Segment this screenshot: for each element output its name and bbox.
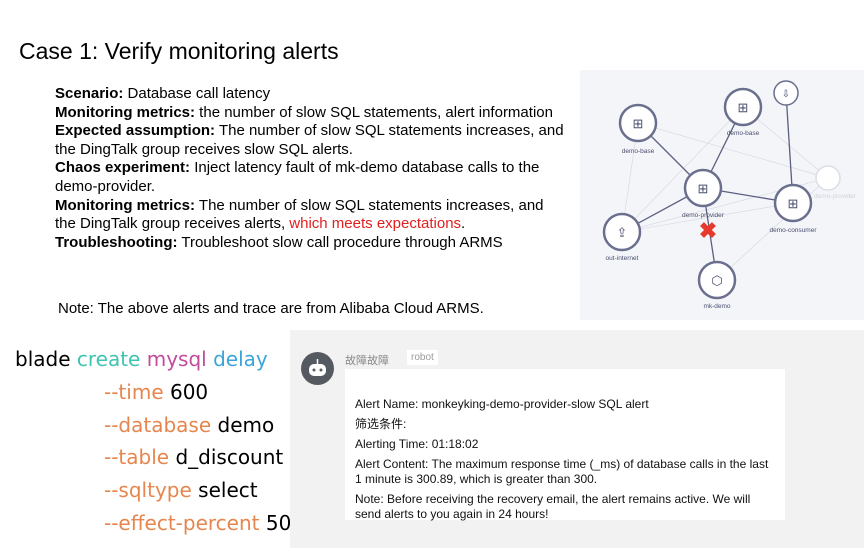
info-chaos: Chaos experiment: Inject latency fault o… <box>55 159 540 195</box>
node-mk-demo <box>697 260 737 300</box>
flag-table: --table d_discount <box>104 445 284 470</box>
svg-text:demo-provider: demo-provider <box>814 193 857 200</box>
alert-note: Note: Before receiving the recovery emai… <box>355 492 751 521</box>
app-icon: ⊞ <box>788 196 799 211</box>
chaosblade-command: blade create mysql delay --time 600 --da… <box>15 343 291 540</box>
filter-conditions: 筛选条件: <box>355 417 407 431</box>
alert-name: Alert Name: monkeyking-demo-provider-slo… <box>355 397 649 411</box>
svg-text:demo-base: demo-base <box>727 130 760 137</box>
case-info: Scenario: Database call latency Monitori… <box>55 85 565 252</box>
node-download <box>773 80 799 106</box>
alert-content: Alert Content: The maximum response time… <box>355 457 769 486</box>
robot-tag: robot <box>407 350 438 365</box>
dingtalk-chat: 故障故障 robot Alert Name: monkeyking-demo-p… <box>290 330 864 548</box>
node-demo-base-top <box>723 87 763 127</box>
node-demo-provider <box>683 168 723 208</box>
sender-name: 故障故障 <box>345 355 389 367</box>
info-troubleshooting: Troubleshooting: Troubleshoot slow call … <box>55 233 503 251</box>
topology-graph: ⊞ ⊞ ⊞ ⊞ ⇪ ⬡ ⇩ ✖ demo-base demo-base demo-provi… <box>580 70 864 320</box>
info-metrics-result: Monitoring metrics: The number of slow S… <box>55 196 544 233</box>
node-demo-base-left <box>618 103 658 143</box>
fault-x-icon: ✖ <box>699 218 717 243</box>
alert-message: Alert Name: monkeyking-demo-provider-slo… <box>345 369 785 521</box>
page-title: Case 1: Verify monitoring alerts <box>19 38 339 64</box>
alert-time: Alerting Time: 01:18:02 <box>355 437 479 451</box>
info-scenario: Scenario: Database call latency <box>55 85 271 102</box>
app-icon: ⊞ <box>633 116 644 131</box>
svg-text:demo-base: demo-base <box>622 148 655 155</box>
flag-sqltype: --sqltype select <box>104 478 258 503</box>
svg-text:demo-provider: demo-provider <box>682 212 725 219</box>
flag-time: --time 600 <box>104 379 209 404</box>
download-icon: ⇩ <box>782 89 790 100</box>
node-out-internet <box>602 212 642 252</box>
svg-text:demo-consumer: demo-consumer <box>770 227 818 234</box>
info-metrics: Monitoring metrics: the number of slow S… <box>55 103 553 121</box>
app-icon: ⊞ <box>738 100 749 115</box>
node-demo-consumer <box>773 183 813 223</box>
flag-database: --database demo <box>104 412 275 437</box>
node-faint <box>815 165 841 191</box>
robot-avatar <box>301 352 334 385</box>
source-note: Note: The above alerts and trace are fro… <box>58 300 484 317</box>
flag-effect-percent: --effect-percent 50 <box>104 510 292 535</box>
info-expected: Expected assumption: The number of slow … <box>55 122 564 158</box>
app-icon: ⊞ <box>698 181 709 196</box>
database-icon: ⬡ <box>711 273 722 288</box>
svg-text:mk-demo: mk-demo <box>703 303 730 310</box>
upload-icon: ⇪ <box>617 225 628 240</box>
svg-text:out-internet: out-internet <box>606 255 639 262</box>
